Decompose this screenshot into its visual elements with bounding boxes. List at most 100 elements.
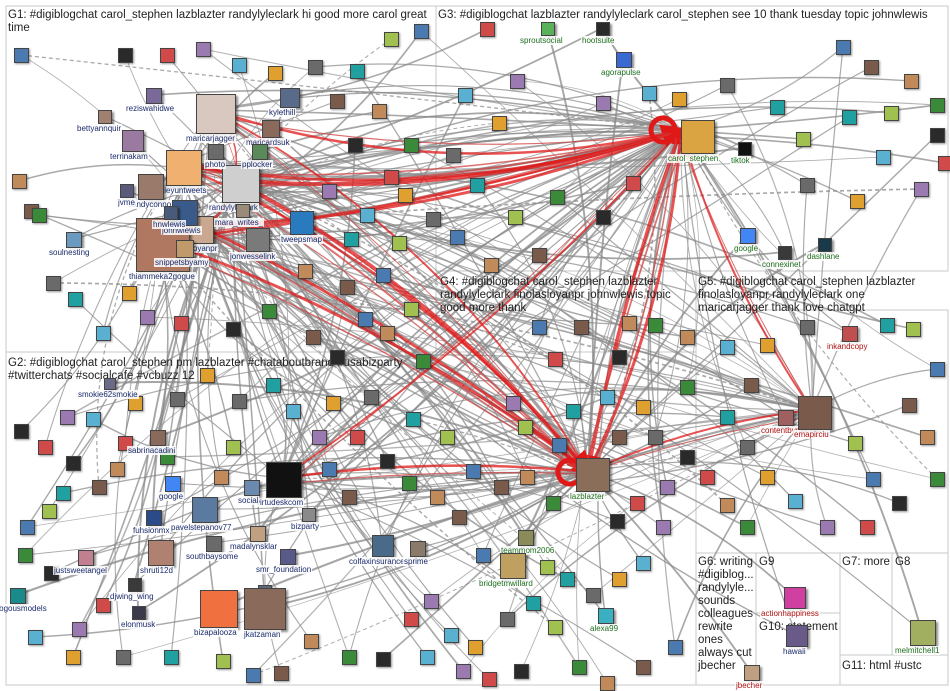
vertex-thumbnail[interactable] <box>796 132 811 147</box>
vertex-thumbnail[interactable] <box>610 514 625 529</box>
vertex-thumbnail[interactable] <box>174 316 189 331</box>
vertex-thumbnail[interactable] <box>360 208 375 223</box>
vertex-thumbnail[interactable] <box>398 188 413 203</box>
vertex-thumbnail[interactable] <box>404 612 419 627</box>
vertex-thumbnail[interactable] <box>384 32 399 47</box>
vertex-thumbnail[interactable] <box>66 456 81 471</box>
vertex-thumbnail[interactable] <box>298 264 313 279</box>
vertex-thumbnail[interactable] <box>596 96 611 111</box>
vertex-thumbnail[interactable] <box>532 320 547 335</box>
vertex-thumbnail[interactable] <box>636 400 651 415</box>
vertex-thumbnail[interactable] <box>466 464 481 479</box>
vertex-thumbnail[interactable] <box>322 184 337 199</box>
vertex-thumbnail[interactable] <box>266 378 281 393</box>
vertex-thumbnail[interactable] <box>506 396 521 411</box>
vertex-thumbnail[interactable] <box>574 320 589 335</box>
vertex-thumbnail[interactable] <box>770 100 785 115</box>
vertex-thumbnail[interactable] <box>96 598 111 613</box>
vertex-thumbnail[interactable] <box>468 640 483 655</box>
vertex-thumbnail[interactable] <box>110 462 125 477</box>
vertex-thumbnail[interactable] <box>648 318 663 333</box>
vertex-thumbnail[interactable] <box>720 78 735 93</box>
vertex-thumbnail[interactable] <box>286 404 301 419</box>
vertex-thumbnail[interactable] <box>626 176 641 191</box>
vertex-thumbnail[interactable] <box>546 496 561 511</box>
vertex-thumbnail[interactable] <box>274 666 289 681</box>
vertex-thumbnail[interactable] <box>648 430 663 445</box>
vertex-thumbnail[interactable] <box>550 190 565 205</box>
vertex-thumbnail[interactable] <box>170 392 185 407</box>
vertex-thumbnail[interactable] <box>342 650 357 665</box>
vertex-thumbnail[interactable] <box>32 208 47 223</box>
vertex-thumbnail[interactable] <box>480 22 495 37</box>
vertex-thumbnail[interactable] <box>744 378 759 393</box>
vertex-thumbnail[interactable] <box>600 390 615 405</box>
vertex-thumbnail[interactable] <box>482 672 497 687</box>
vertex-thumbnail[interactable] <box>426 212 441 227</box>
vertex-thumbnail[interactable] <box>848 436 863 451</box>
vertex-thumbnail[interactable] <box>12 174 27 189</box>
vertex-thumbnail[interactable] <box>494 480 509 495</box>
vertex-thumbnail[interactable] <box>820 520 835 535</box>
vertex-thumbnail[interactable] <box>672 92 687 107</box>
vertex-thumbnail[interactable] <box>140 310 155 325</box>
vertex-thumbnail[interactable] <box>642 86 657 101</box>
vertex-thumbnail[interactable] <box>492 116 507 131</box>
vertex-thumbnail[interactable] <box>552 438 567 453</box>
vertex-thumbnail[interactable] <box>424 594 439 609</box>
vertex-thumbnail[interactable] <box>680 450 695 465</box>
vertex-thumbnail[interactable] <box>60 410 75 425</box>
vertex-thumbnail[interactable] <box>440 430 455 445</box>
vertex-thumbnail[interactable] <box>340 280 355 295</box>
vertex-thumbnail[interactable] <box>122 286 137 301</box>
vertex-thumbnail[interactable] <box>226 322 241 337</box>
vertex-thumbnail[interactable] <box>514 664 529 679</box>
vertex-thumbnail[interactable] <box>430 490 445 505</box>
vertex-thumbnail[interactable] <box>312 430 327 445</box>
vertex-thumbnail[interactable] <box>444 628 459 643</box>
vertex-thumbnail[interactable] <box>376 268 391 283</box>
vertex-thumbnail[interactable] <box>308 60 323 75</box>
vertex-thumbnail[interactable] <box>508 210 523 225</box>
vertex-thumbnail[interactable] <box>760 470 775 485</box>
vertex-thumbnail[interactable] <box>850 194 865 209</box>
vertex-thumbnail[interactable] <box>216 654 231 669</box>
vertex-thumbnail[interactable] <box>636 556 651 571</box>
vertex-thumbnail[interactable] <box>380 454 395 469</box>
vertex-thumbnail[interactable] <box>358 312 373 327</box>
vertex-thumbnail[interactable] <box>350 64 365 79</box>
vertex-thumbnail[interactable] <box>116 650 131 665</box>
vertex-thumbnail[interactable] <box>262 304 277 319</box>
vertex-thumbnail[interactable] <box>20 520 35 535</box>
vertex-thumbnail[interactable] <box>930 472 945 487</box>
vertex-thumbnail[interactable] <box>760 338 775 353</box>
vertex-thumbnail[interactable] <box>92 480 107 495</box>
vertex-thumbnail[interactable] <box>232 394 247 409</box>
vertex-thumbnail[interactable] <box>586 588 601 603</box>
vertex-thumbnail[interactable] <box>930 128 945 143</box>
vertex-thumbnail[interactable] <box>788 494 803 509</box>
vertex-thumbnail[interactable] <box>96 326 111 341</box>
vertex-thumbnail[interactable] <box>402 476 417 491</box>
vertex-thumbnail[interactable] <box>842 110 857 125</box>
vertex-thumbnail[interactable] <box>720 410 735 425</box>
vertex-thumbnail[interactable] <box>476 548 491 563</box>
vertex-thumbnail[interactable] <box>350 430 365 445</box>
vertex-thumbnail[interactable] <box>420 650 435 665</box>
vertex-thumbnail[interactable] <box>612 350 627 365</box>
vertex-thumbnail[interactable] <box>200 368 215 383</box>
vertex-thumbnail[interactable] <box>246 668 261 683</box>
vertex-thumbnail[interactable] <box>118 48 133 63</box>
vertex-thumbnail[interactable] <box>326 396 341 411</box>
vertex-thumbnail[interactable] <box>380 326 395 341</box>
vertex-thumbnail[interactable] <box>560 572 575 587</box>
vertex-thumbnail[interactable] <box>456 664 471 679</box>
vertex-thumbnail[interactable] <box>46 276 61 291</box>
vertex-thumbnail[interactable] <box>740 520 755 535</box>
vertex-thumbnail[interactable] <box>160 48 175 63</box>
vertex-thumbnail[interactable] <box>14 424 29 439</box>
vertex-thumbnail[interactable] <box>214 470 229 485</box>
vertex-thumbnail[interactable] <box>342 490 357 505</box>
vertex-thumbnail[interactable] <box>612 430 627 445</box>
vertex-thumbnail[interactable] <box>800 320 815 335</box>
